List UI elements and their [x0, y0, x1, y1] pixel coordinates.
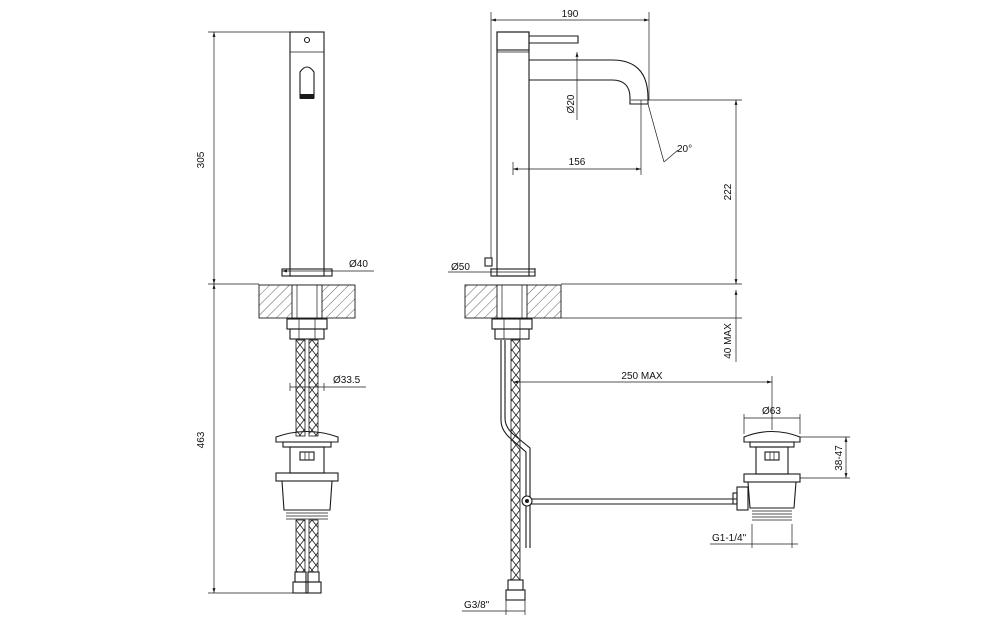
front-base [281, 268, 333, 277]
side-body [496, 31, 530, 277]
dim-body-height: 305 [196, 151, 207, 168]
dim-deck-thickness: 40 MAX [723, 323, 734, 359]
dim-spout-reach: 156 [569, 157, 586, 168]
side-dimensions: 190 Ø20 156 20° 222 40 MAX Ø50 250 MAX [448, 9, 850, 615]
dim-waste-thread: G1-1/4" [712, 533, 747, 544]
dim-waste-cap-diameter: Ø63 [762, 406, 781, 417]
dim-base-diameter: Ø50 [451, 262, 470, 273]
dim-hose-thread: G3/8" [464, 600, 490, 611]
dim-body-diameter: Ø40 [349, 259, 368, 270]
dim-under-deck-length: 463 [196, 431, 207, 448]
side-waste [732, 430, 801, 521]
front-view [258, 31, 356, 594]
side-lever [529, 35, 579, 44]
dim-spout-angle: 20° [677, 144, 692, 155]
dim-waste-height-range: 38-47 [834, 445, 845, 471]
side-hose [510, 339, 521, 581]
side-base [490, 268, 536, 277]
side-view [464, 31, 801, 601]
dim-spout-height: 222 [723, 183, 734, 200]
front-dimensions: 305 463 Ø40 Ø33.5 [196, 31, 374, 594]
front-waste-thread [286, 509, 328, 520]
side-spout [529, 59, 649, 105]
side-lever-hub [496, 31, 530, 51]
dim-shank-diameter: Ø33.5 [333, 375, 361, 386]
pop-up-rod [500, 340, 527, 548]
dim-waste-distance: 250 MAX [621, 371, 662, 382]
dim-spout-reach-total: 190 [562, 9, 579, 20]
dim-lever-diameter: Ø20 [566, 94, 577, 113]
front-body [289, 31, 325, 277]
front-outlet [299, 66, 315, 99]
